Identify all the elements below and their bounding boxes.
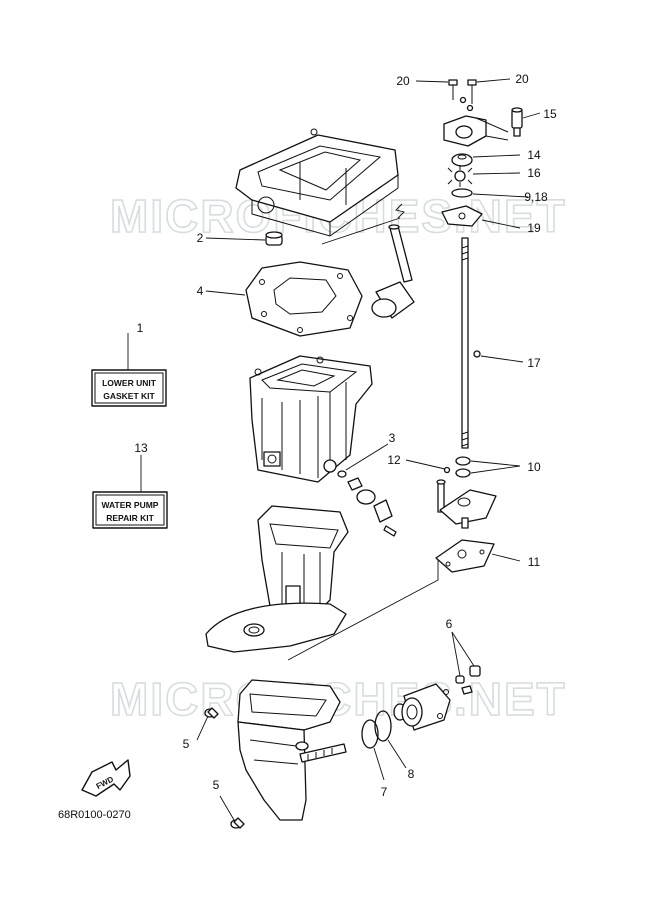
part-6-bolts — [451, 631, 481, 695]
part-4-gasket — [205, 261, 363, 337]
callout-20-left: 20 — [396, 74, 410, 88]
callout-19: 19 — [527, 221, 541, 235]
callout-2: 2 — [197, 231, 204, 245]
callout-16: 16 — [527, 166, 541, 180]
callout-9-18: 9,18 — [524, 190, 548, 204]
lower-case-housing — [249, 355, 373, 483]
callout-17: 17 — [527, 356, 541, 370]
part-17-drive-shaft — [461, 237, 524, 449]
part-10-seals — [455, 456, 521, 478]
callout-12: 12 — [387, 453, 401, 467]
callout-5-upper: 5 — [183, 737, 190, 751]
part-11-gasket — [435, 539, 521, 573]
upper-casing-plate — [235, 128, 399, 237]
orings-7-8 — [361, 710, 407, 781]
callout-13: 13 — [134, 441, 148, 455]
lower-unit-gasket-kit-box: LOWER UNIT GASKET KIT — [91, 333, 167, 407]
diagram-code: 68R0100-0270 — [58, 809, 131, 821]
callout-3: 3 — [389, 431, 396, 445]
callout-4: 4 — [197, 284, 204, 298]
part-20-bolts — [415, 78, 511, 112]
part-15-insert — [511, 107, 541, 137]
fwd-arrow: FWD — [81, 759, 131, 797]
part-14-liner — [451, 153, 521, 167]
part-3-fittings — [337, 443, 397, 537]
callout-8: 8 — [408, 767, 415, 781]
callout-6: 6 — [446, 617, 453, 631]
callout-7: 7 — [381, 785, 388, 799]
part-12-pin — [405, 459, 451, 474]
callout-5-lower: 5 — [213, 778, 220, 792]
pump-housing — [443, 115, 509, 147]
gasket-kit-label-line1: LOWER UNIT — [102, 378, 157, 388]
bearing-housing — [393, 683, 451, 731]
callout-10: 10 — [527, 460, 541, 474]
shift-rod-and-cup — [371, 224, 415, 319]
part-19-plate — [441, 205, 521, 229]
part-16-impeller — [447, 165, 521, 187]
pump-kit-label-line1: WATER PUMP — [102, 500, 159, 510]
part-5-drain-plugs — [196, 707, 245, 829]
pump-base — [436, 479, 497, 529]
callout-20-right: 20 — [515, 72, 529, 86]
part-9-18-oring — [451, 188, 529, 198]
extension-case — [205, 505, 349, 653]
callout-14: 14 — [527, 148, 541, 162]
callout-1: 1 — [137, 321, 144, 335]
water-pump-repair-kit-box: WATER PUMP REPAIR KIT — [92, 455, 168, 529]
callout-15: 15 — [543, 107, 557, 121]
pump-kit-label-line2: REPAIR KIT — [106, 513, 154, 523]
callout-11: 11 — [528, 555, 541, 569]
gasket-kit-label-line2: GASKET KIT — [103, 391, 155, 401]
part-2-grommet — [205, 231, 283, 246]
gearcase — [237, 679, 347, 821]
